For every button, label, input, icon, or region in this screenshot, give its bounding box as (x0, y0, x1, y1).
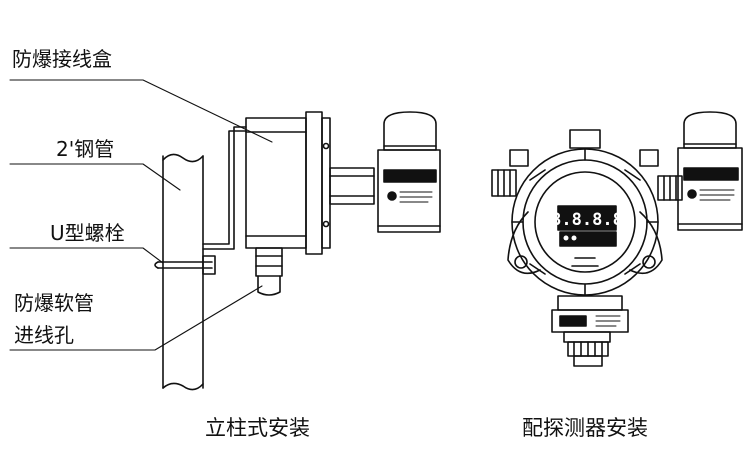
detector-head-left (377, 111, 441, 233)
detector-head-right (677, 111, 743, 231)
label-flex-hose: 防爆软管 (14, 291, 94, 315)
led-display-readout: 8.8.8.8 (551, 210, 623, 230)
cable-glands (491, 129, 683, 201)
label-cable-entry: 进线孔 (14, 323, 74, 347)
u-bolt (154, 255, 216, 275)
caption-pole-mount: 立柱式安装 (205, 416, 310, 440)
pole-mount-drawing (9, 79, 441, 391)
leader-lines-left (9, 79, 273, 351)
sensor-neck (551, 295, 629, 367)
junction-box (245, 111, 331, 296)
label-u-bolt: U型螺栓 (50, 221, 125, 245)
mounting-bracket (202, 126, 247, 250)
connection-arm (329, 167, 375, 205)
label-junction-box: 防爆接线盒 (12, 47, 112, 71)
label-steel-pipe: 2'钢管 (56, 137, 115, 161)
steel-pipe (162, 153, 204, 391)
detector-mount-drawing (491, 111, 743, 367)
display-window (557, 205, 617, 267)
caption-detector-mount: 配探测器安装 (522, 416, 648, 440)
explosion-proof-housing (511, 148, 659, 296)
